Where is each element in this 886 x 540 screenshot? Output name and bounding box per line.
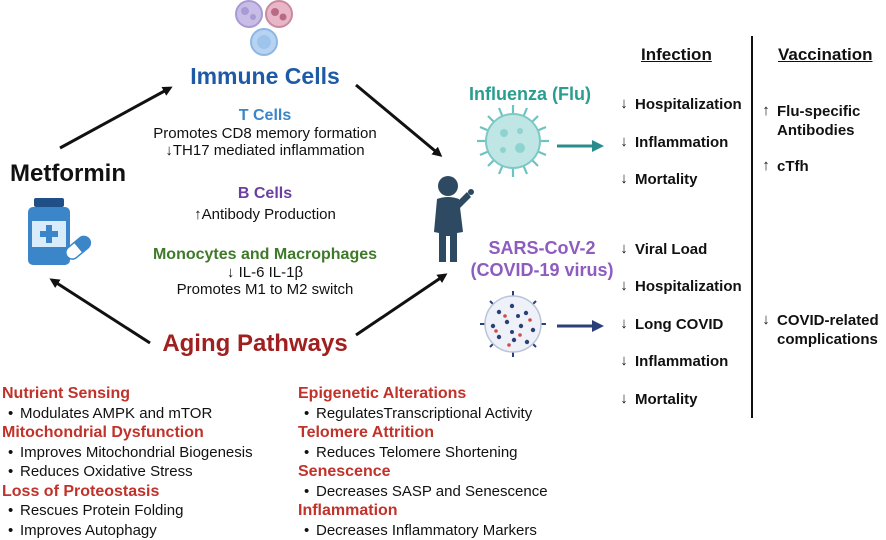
aging-section-title: Mitochondrial Dysfunction	[2, 424, 204, 441]
down-arrow-icon: ↓	[620, 352, 628, 369]
aging-bullet: Improves Mitochondrial Biogenesis	[2, 443, 292, 463]
aging-bullet: Reduces Telomere Shortening	[298, 443, 598, 463]
aging-bullet: Decreases Inflammatory Markers	[298, 521, 598, 540]
t-cells-line2: TH17 mediated inflammation	[172, 142, 365, 159]
sars-label-line1: SARS-CoV-2	[488, 238, 596, 258]
down-arrow-icon: ↓	[620, 315, 628, 332]
aging-left-list: Nutrient Sensing Modulates AMPK and mTOR…	[2, 384, 292, 540]
aging-bullet: Rescues Protein Folding	[2, 501, 292, 521]
immune-to-patient-arrow	[355, 83, 443, 157]
coughing-person-icon	[434, 176, 474, 262]
immune-cells-icon	[235, 0, 293, 56]
aging-section-title: Senescence	[298, 463, 391, 480]
b-cells-block: B Cells ↑Antibody Production	[110, 185, 420, 223]
aging-section-title: Loss of Proteostasis	[2, 482, 160, 500]
sars-cov-2-virus-icon	[480, 291, 546, 357]
b-cells-line1: Antibody Production	[201, 206, 336, 223]
flu-outcome: ↓Mortality	[618, 170, 697, 189]
vaccination-flu-outcome: ↑ cTfh	[760, 157, 808, 176]
metformin-to-immune-arrow	[59, 86, 173, 150]
down-arrow-icon: ↓	[165, 142, 173, 159]
medicine-bottle-icon	[28, 198, 70, 265]
b-cells-title: B Cells	[237, 185, 293, 202]
down-arrow-icon: ↓	[620, 390, 628, 407]
t-cells-line2-row: ↓TH17 mediated inflammation	[110, 142, 420, 159]
down-arrow-icon: ↓	[620, 240, 628, 257]
aging-pathways-title: Aging Pathways	[162, 330, 348, 357]
metformin-label: Metformin	[10, 160, 126, 187]
up-arrow-icon: ↑	[762, 102, 770, 119]
b-cells-line1-row: ↑Antibody Production	[110, 206, 420, 223]
covid-outcome: ↓Mortality	[618, 390, 697, 409]
flu-outcome: ↓Inflammation	[618, 133, 728, 152]
aging-to-metformin-arrow	[49, 278, 151, 345]
t-cells-line1: Promotes CD8 memory formation	[153, 125, 377, 142]
covid-outcome: ↓Hospitalization	[618, 277, 741, 296]
monocytes-line1-row: ↓ IL-6 IL-1β	[110, 264, 420, 281]
aging-bullet: Reduces Oxidative Stress	[2, 462, 292, 482]
aging-section-title: Epigenetic Alterations	[298, 385, 467, 402]
flu-outcome: ↓Hospitalization	[618, 95, 741, 114]
t-cells-title: T Cells	[238, 107, 292, 124]
covid-outcome: ↓Inflammation	[618, 352, 728, 371]
aging-section-title: Telomere Attrition	[298, 424, 435, 441]
aging-bullet: RegulatesTranscriptional Activity	[298, 404, 598, 424]
down-arrow-icon: ↓	[620, 277, 628, 294]
influenza-virus-icon	[477, 105, 549, 177]
aging-bullet: Improves Autophagy	[2, 521, 292, 540]
aging-bullet: Modulates AMPK and mTOR	[2, 404, 292, 424]
aging-right-list: Epigenetic Alterations RegulatesTranscri…	[298, 384, 598, 540]
down-arrow-icon: ↓	[620, 133, 628, 150]
up-arrow-icon: ↑	[762, 157, 770, 174]
vaccination-header: Vaccination	[778, 45, 873, 64]
monocytes-block: Monocytes and Macrophages ↓ IL-6 IL-1β P…	[110, 246, 420, 298]
monocytes-line2: Promotes M1 to M2 switch	[176, 281, 354, 298]
sars-label: SARS-CoV-2 (COVID-19 virus)	[452, 237, 632, 281]
aging-section-title: Nutrient Sensing	[2, 385, 131, 402]
immune-cells-title: Immune Cells	[190, 63, 340, 89]
aging-to-patient-arrow	[355, 273, 448, 337]
down-arrow-icon: ↓	[620, 95, 628, 112]
down-arrow-icon: ↓	[762, 311, 770, 328]
down-arrow-icon: ↓	[620, 170, 628, 187]
aging-bullet: Decreases SASP and Senescence	[298, 482, 598, 502]
aging-section-title: Inflammation	[298, 502, 398, 519]
covid-outcome: ↓Viral Load	[618, 240, 707, 259]
t-cells-block: T Cells Promotes CD8 memory formation ↓T…	[110, 107, 420, 159]
up-arrow-icon: ↑	[194, 206, 202, 223]
sars-label-line2: (COVID-19 virus)	[470, 260, 614, 280]
covid-outcome: ↓Long COVID	[618, 315, 723, 334]
monocytes-title: Monocytes and Macrophages	[152, 246, 378, 263]
down-arrow-icon: ↓	[226, 264, 235, 281]
influenza-label: Influenza (Flu)	[469, 84, 591, 104]
infection-header: Infection	[641, 45, 712, 64]
pill-icon	[65, 235, 92, 260]
monocytes-line1: IL-6 IL-1β	[238, 264, 304, 281]
